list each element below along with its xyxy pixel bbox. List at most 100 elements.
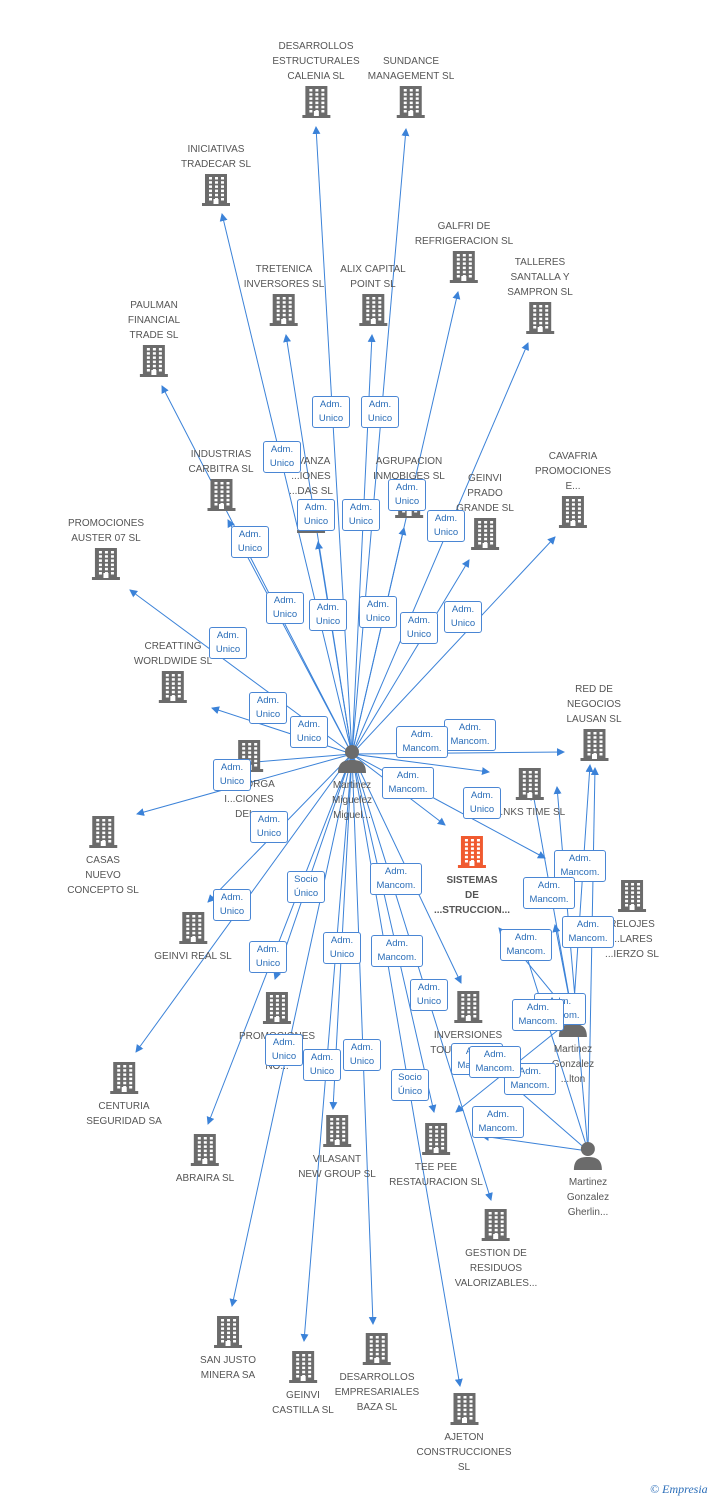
role-badge-galfri[interactable]: Adm. Unico (388, 479, 426, 511)
role-badge-inversiones_touch[interactable]: Adm. Mancom. (469, 1046, 521, 1078)
company-node-geinvi_castilla[interactable]: GEINVI CASTILLA SL (272, 1349, 334, 1418)
role-badge-sistemas[interactable]: Adm. Mancom. (382, 767, 434, 799)
role-badge-iniciativas[interactable]: Adm. Unico (263, 441, 301, 473)
node-label: GEINVI REAL SL (154, 951, 232, 962)
company-node-abraira[interactable]: ABRAIRA SL (176, 1132, 234, 1186)
role-badge-tee_pee[interactable]: Adm. Mancom. (472, 1106, 524, 1138)
company-node-desarrollos_calenia[interactable]: DESARROLLOS ESTRUCTURALES CALENIA SL (272, 39, 360, 123)
role-badge-ajeton[interactable]: Socio Único (391, 1069, 429, 1101)
footer-brand[interactable]: © Empresia (650, 1482, 708, 1497)
role-badge-gestion_residuos[interactable]: Adm. Unico (410, 979, 448, 1011)
company-node-red_negocios[interactable]: RED DE NEGOCIOS LAUSAN SL (566, 682, 622, 766)
role-badge-red_negocios[interactable]: Adm. Mancom. (444, 719, 496, 751)
role-badge-alix[interactable]: Adm. Unico (342, 499, 380, 531)
node-label: TRETENICA INVERSORES SL (243, 264, 325, 290)
node-label: ...NKS TIME SL (494, 807, 566, 818)
company-node-san_justo[interactable]: SAN JUSTO MINERA SA (200, 1314, 256, 1383)
role-badge-centuria[interactable]: Adm. Unico (249, 941, 287, 973)
node-label: TEE PEE RESTAURACION SL (389, 1162, 483, 1188)
role-badge-industrias[interactable]: Adm. Unico (266, 592, 304, 624)
company-node-desarrollos_baza[interactable]: DESARROLLOS EMPRESARIALES BAZA SL (335, 1331, 419, 1415)
company-node-cavafria[interactable]: CAVAFRIA PROMOCIONES E... (535, 449, 611, 533)
company-node-ajeton[interactable]: AJETON CONSTRUCCIONES SL (416, 1391, 512, 1475)
company-node-tretenica[interactable]: TRETENICA INVERSORES SL (243, 262, 325, 331)
building-icon (190, 1134, 219, 1166)
role-badge-agrupacion[interactable]: Adm. Unico (359, 596, 397, 628)
node-label: RELOJES ...LARES ...IERZO SL (605, 919, 659, 960)
company-node-geinvi_prado[interactable]: GEINVI PRADO GRANDE SL (456, 471, 514, 555)
company-node-galfri[interactable]: GALFRI DE REFRIGERACION SL (415, 219, 513, 288)
company-node-relojes[interactable]: RELOJES ...LARES ...IERZO SL (605, 878, 659, 962)
company-node-auster[interactable]: PROMOCIONES AUSTER 07 SL (68, 516, 144, 585)
company-node-iniciativas[interactable]: INICIATIVAS TRADECAR SL (181, 142, 251, 211)
edge-p_miguel-cavafria (351, 536, 556, 755)
company-node-links_time[interactable]: ...NKS TIME SL (495, 766, 565, 820)
company-node-industrias[interactable]: INDUSTRIAS CARBITRA SL (188, 447, 254, 516)
role-badge-inversiones_touch[interactable]: Adm. Mancom. (370, 863, 422, 895)
node-label: ALIX CAPITAL POINT SL (340, 264, 406, 290)
company-node-geinvi_real[interactable]: GEINVI REAL SL (154, 910, 232, 964)
node-label: PAULMAN FINANCIAL TRADE SL (127, 300, 181, 341)
role-badge-desarrollos_baza[interactable]: Adm. Unico (343, 1039, 381, 1071)
node-label: CREATTING WORLDWIDE SL (133, 641, 213, 667)
company-node-vilasant[interactable]: VILASANT NEW GROUP SL (298, 1113, 376, 1182)
person-node-p_miguel[interactable]: Martinez Miguelez Miguel... (332, 743, 372, 823)
role-badge-san_justo[interactable]: Adm. Unico (265, 1034, 303, 1066)
role-badge-links_time[interactable]: Adm. Mancom. (396, 726, 448, 758)
edge-p_miguel-gestion_residuos (351, 753, 493, 1201)
building-icon (109, 1062, 138, 1094)
role-badge-creatting[interactable]: Adm. Unico (249, 692, 287, 724)
node-label: CENTURIA SEGURIDAD SA (86, 1101, 162, 1127)
edge-p_miguel-promociones_b (273, 753, 353, 980)
company-node-creatting[interactable]: CREATTING WORLDWIDE SL (134, 639, 212, 708)
building-icon (559, 496, 587, 528)
role-badge-geinvi_real[interactable]: Adm. Unico (250, 811, 288, 843)
company-node-talleres[interactable]: TALLERES SANTALLA Y SAMPRON SL (507, 255, 573, 339)
building-icon (214, 1316, 242, 1348)
node-label: Martinez Gonzalez ...lton (551, 1044, 595, 1085)
role-badge-desarrollos_calenia[interactable]: Adm. Unico (312, 396, 350, 428)
role-badge-avanza[interactable]: Adm. Unico (309, 599, 347, 631)
copyright-icon: © (650, 1482, 660, 1496)
role-badge-abraira[interactable]: Adm. Unico (213, 889, 251, 921)
edge-p_miguel-paulman (161, 385, 353, 755)
role-badge-cavafria[interactable]: Adm. Unico (444, 601, 482, 633)
node-label: PROMOCIONES AUSTER 07 SL (67, 518, 145, 544)
role-badge-casas[interactable]: Adm. Unico (213, 759, 251, 791)
role-badge-talleres[interactable]: Adm. Unico (427, 510, 465, 542)
company-node-tee_pee[interactable]: TEE PEE RESTAURACION SL (389, 1121, 483, 1190)
company-node-sundance[interactable]: SUNDANCE MANAGEMENT SL (368, 54, 454, 123)
building-icon (397, 86, 425, 118)
role-badge-tretenica[interactable]: Adm. Unico (297, 499, 335, 531)
role-badge-geinvi_castilla[interactable]: Adm. Unico (303, 1049, 341, 1081)
role-badge-sundance[interactable]: Adm. Unico (361, 396, 399, 428)
edge-p_gherlin-sistemas (518, 934, 589, 1152)
node-label: SISTEMAS DE ...STRUCCION... (433, 875, 511, 916)
edge-p_miguel-abraira (206, 753, 353, 1125)
role-badge-links_time[interactable]: Adm. Mancom. (512, 999, 564, 1031)
person-node-p_gherlin[interactable]: Martinez Gonzalez Gherlin... (567, 1140, 609, 1220)
role-badge-vilasant[interactable]: Adm. Unico (323, 932, 361, 964)
role-badge-norvorga[interactable]: Adm. Unico (290, 716, 328, 748)
company-node-paulman[interactable]: PAULMAN FINANCIAL TRADE SL (128, 298, 180, 382)
role-badge-red_negocios[interactable]: Adm. Mancom. (554, 850, 606, 882)
company-node-alix[interactable]: ALIX CAPITAL POINT SL (340, 262, 406, 331)
node-label: GEINVI PRADO GRANDE SL (456, 473, 514, 514)
building-icon (580, 729, 608, 761)
node-label: VILASANT NEW GROUP SL (298, 1154, 376, 1180)
role-badge-tee_pee[interactable]: Adm. Mancom. (371, 935, 423, 967)
role-badge-geinvi_prado[interactable]: Adm. Unico (400, 612, 438, 644)
company-node-casas[interactable]: CASAS NUEVO CONCEPTO SL (67, 814, 139, 898)
company-node-sistemas[interactable]: SISTEMAS DE ...STRUCCION... (434, 834, 510, 918)
role-badge-relojes[interactable]: Adm. Unico (463, 787, 501, 819)
role-badge-inversiones_touch[interactable]: Adm. Mancom. (500, 929, 552, 961)
company-node-gestion_residuos[interactable]: GESTION DE RESIDUOS VALORIZABLES... (455, 1207, 537, 1291)
role-badge-promociones_b[interactable]: Socio Único (287, 871, 325, 903)
role-badge-auster[interactable]: Adm. Unico (209, 627, 247, 659)
building-icon (322, 1115, 351, 1147)
role-badge-links_time[interactable]: Adm. Mancom. (523, 877, 575, 909)
role-badge-sistemas[interactable]: Adm. Mancom. (562, 916, 614, 948)
role-badge-paulman[interactable]: Adm. Unico (231, 526, 269, 558)
building-icon (263, 992, 291, 1024)
company-node-centuria[interactable]: CENTURIA SEGURIDAD SA (86, 1060, 162, 1129)
